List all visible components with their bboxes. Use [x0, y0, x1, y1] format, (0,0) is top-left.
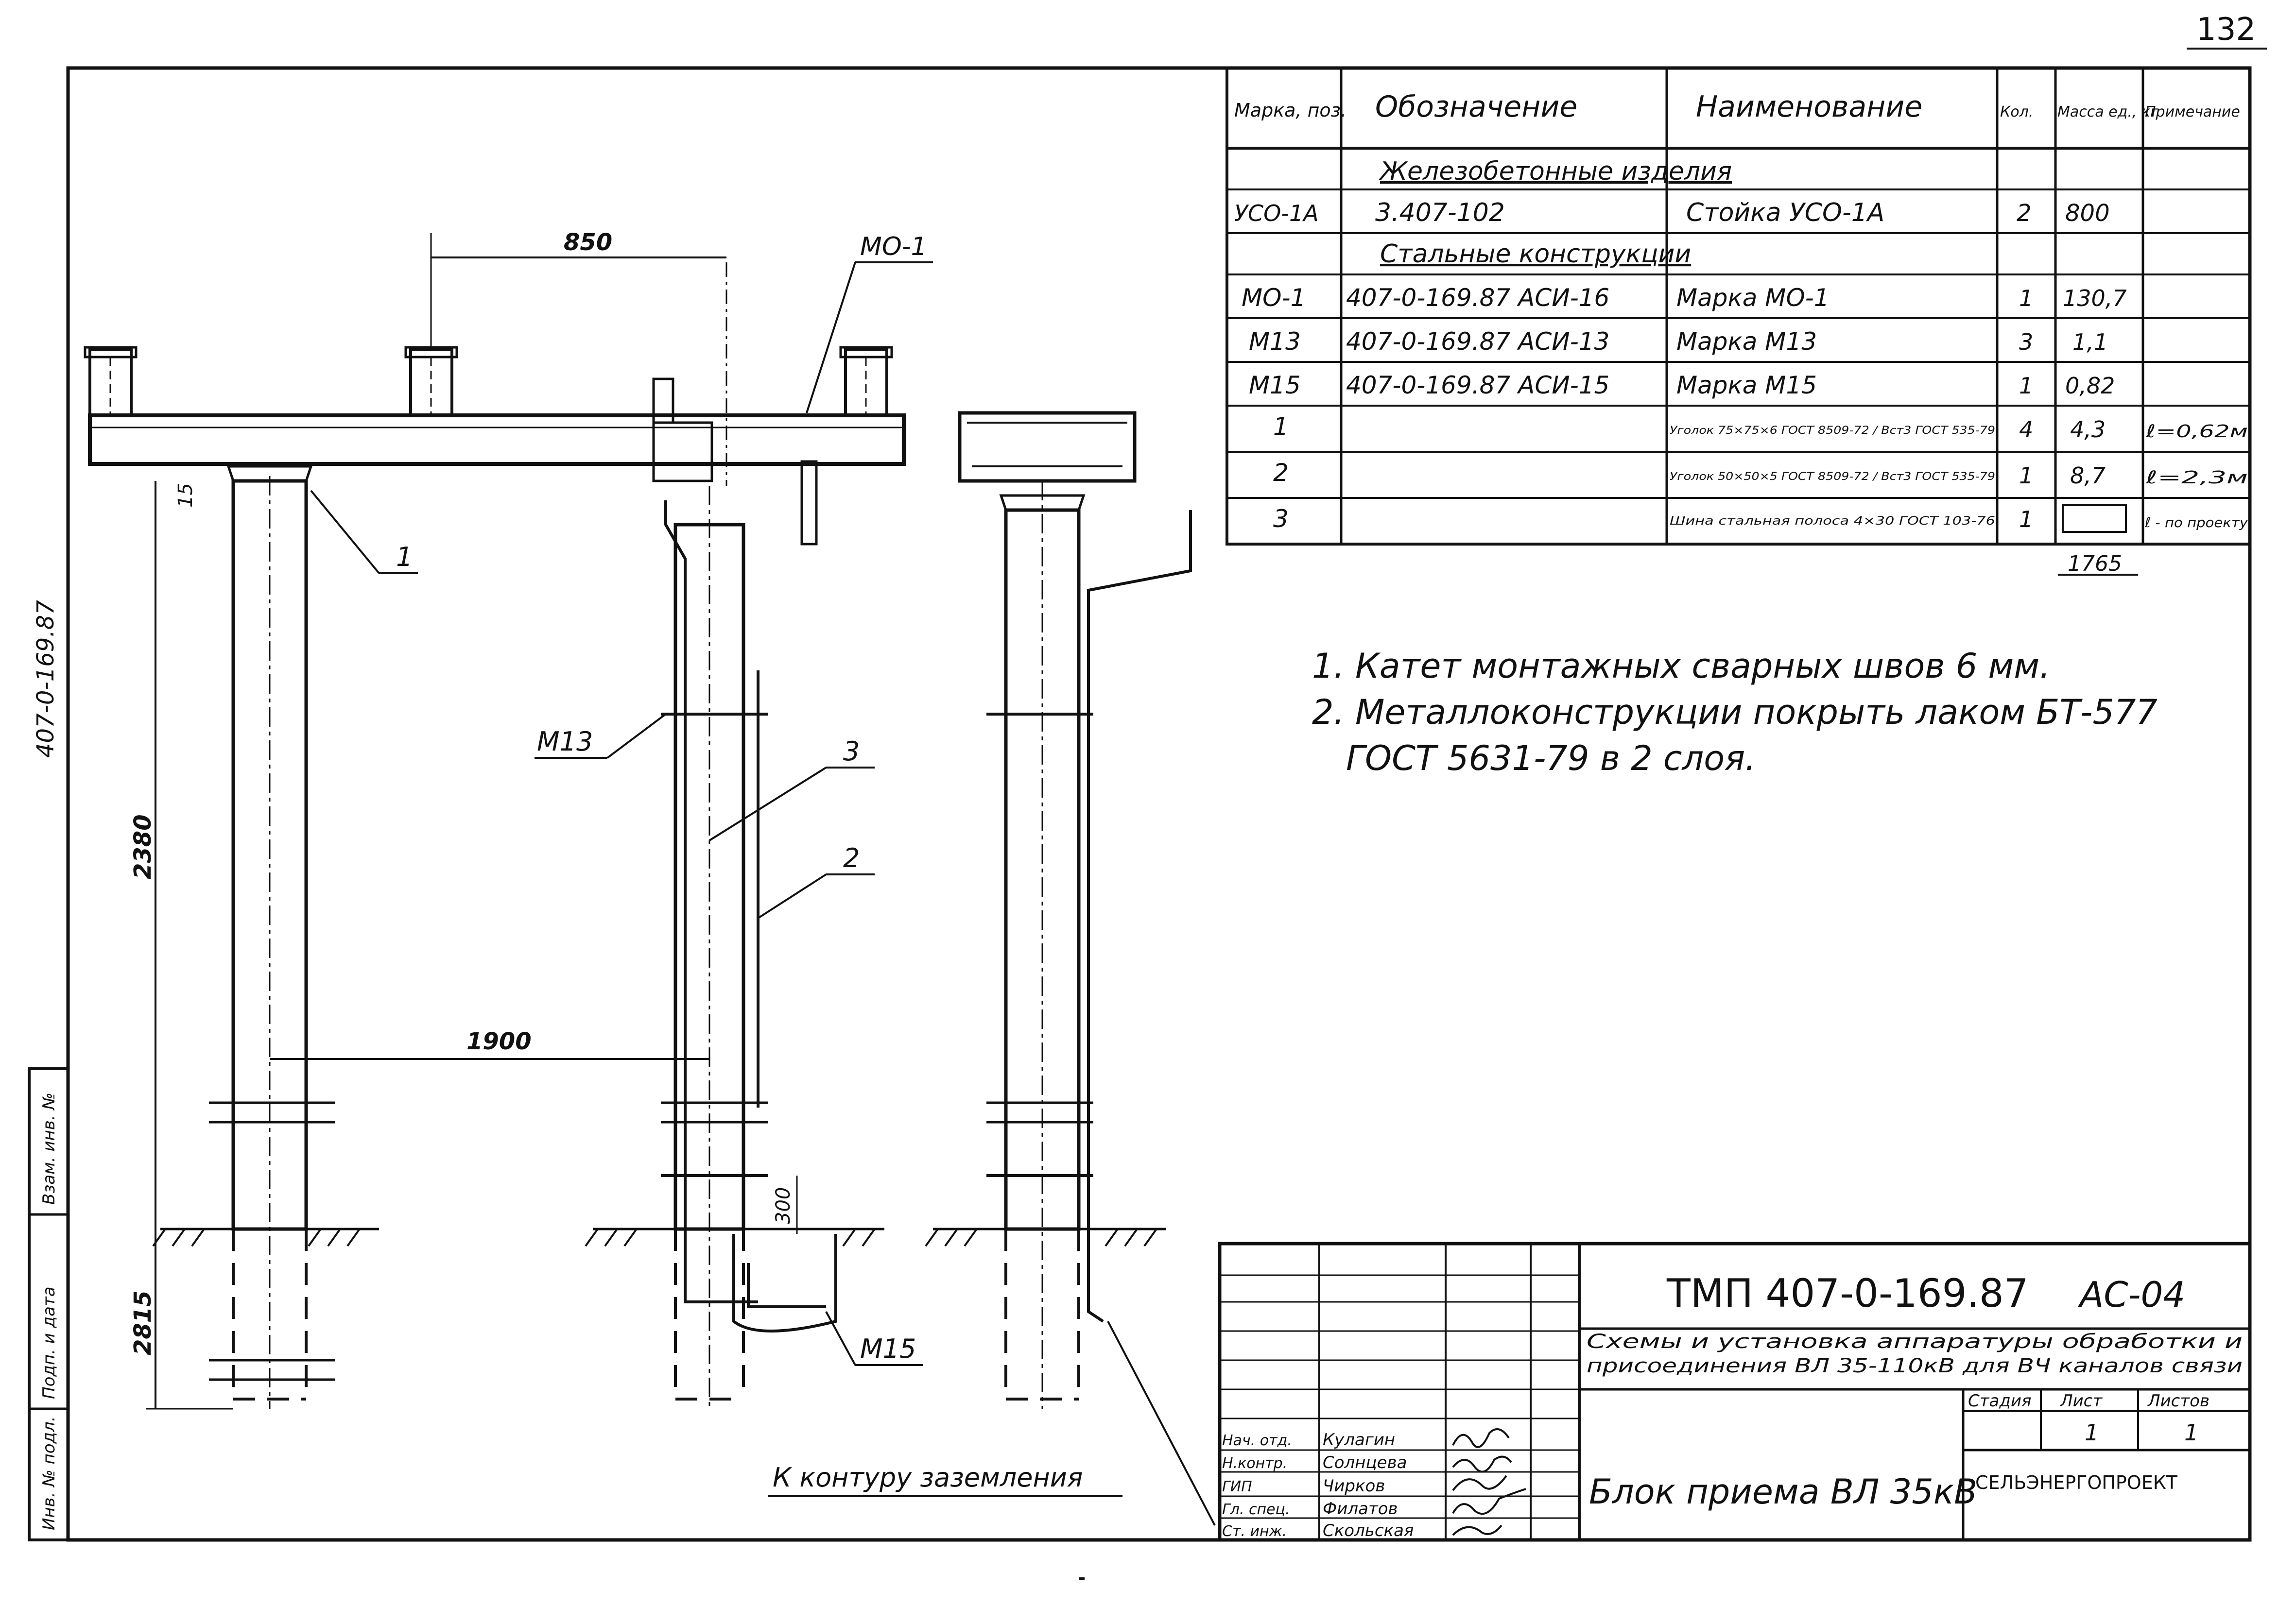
title-stage-header: Стадия [1968, 1391, 2031, 1411]
side-stamp: 407-0-169.87 [32, 600, 59, 758]
sheet-frame [66, 66, 2252, 1542]
sig-name: Кулагин [1323, 1430, 1395, 1450]
spec-row-qty: 1 [2019, 285, 2033, 311]
notes: 1. Катет монтажных сварных швов 6 мм. 2.… [1312, 646, 2158, 778]
title-block: ТМП 407-0-169.87 АС-04 Схемы и установка… [1218, 1242, 2252, 1542]
spec-row-name: Стойка УСО-1А [1686, 198, 1884, 227]
note-1: 1. Катет монтажных сварных швов 6 мм. [1312, 646, 2050, 686]
title-sheet-header: Лист [2059, 1391, 2103, 1411]
spec-header-name: Наименование [1696, 90, 1922, 124]
sig-name: Солнцева [1323, 1453, 1407, 1472]
spec-row-mark: МО-1 [1242, 284, 1306, 312]
dim-15: 15 [174, 483, 197, 508]
spec-row-qty: 2 [2017, 200, 2032, 227]
title-project-2: присоединения ВЛ 35-110кВ для ВЧ каналов… [1587, 1355, 2243, 1377]
title-sheets: 1 [2184, 1419, 2198, 1446]
label-pos3: 3 [843, 736, 860, 767]
sig-role: Гл. спец. [1222, 1501, 1290, 1518]
label-m13: М13 [537, 726, 593, 757]
spec-row-name-small: Уголок 75×75×6 ГОСТ 8509-72 / Вст3 ГОСТ … [1670, 425, 1995, 437]
spec-header-qty: Кол. [2000, 103, 2033, 120]
left-strip: Инв. № подл. Подп. и дата Взам. инв. № [28, 1067, 69, 1541]
ground-pit [732, 1234, 837, 1333]
title-project-1: Схемы и установка аппаратуры обработки и [1587, 1331, 2243, 1353]
spec-header-mass: Масса ед., кг [2057, 103, 2158, 120]
sig-name: Скольская [1323, 1521, 1414, 1540]
spec-row-mark: УСО-1А [1234, 200, 1319, 226]
signature-scribbles [1452, 1428, 1526, 1536]
dim-1900: 1900 [466, 1028, 532, 1055]
spec-empty-mass-box [2062, 504, 2127, 533]
note-2: 2. Металлоконструкции покрыть лаком БТ-5… [1312, 692, 2158, 732]
spec-row-qty: 1 [2019, 506, 2033, 532]
spec-row-mass: 800 [2065, 200, 2110, 227]
sig-name: Филатов [1323, 1499, 1398, 1519]
spec-row-qty: 1 [2019, 462, 2033, 489]
sheet-number: 132 [2196, 12, 2256, 48]
sig-role: Ст. инж. [1222, 1523, 1287, 1540]
title-sheets-header: Листов [2147, 1391, 2210, 1411]
spec-row-name-small: Шина стальная полоса 4×30 ГОСТ 103-76 [1670, 514, 1995, 528]
spec-row-mass: 0,82 [2065, 373, 2115, 399]
spec-row-name: Марка М13 [1676, 327, 1817, 356]
label-m15: М15 [860, 1333, 916, 1364]
label-pos2: 2 [843, 843, 860, 873]
spec-row-name: Марка М15 [1676, 371, 1817, 399]
spec-row-note: ℓ=0,62м [2145, 422, 2248, 442]
beam-section [958, 411, 1137, 483]
spec-row-mass: 1,1 [2072, 329, 2108, 355]
spec-section-reinforced: Железобетонные изделия [1379, 157, 1732, 186]
title-organization: СЕЛЬЭНЕРГОПРОЕКТ [1975, 1472, 2178, 1493]
spec-row-mass: 130,7 [2063, 285, 2127, 311]
spec-row-mass: 8,7 [2070, 462, 2106, 489]
left-strip-inv: Инв. № подл. [39, 1416, 59, 1530]
title-code: ТМП 407-0-169.87 [1666, 1271, 2029, 1316]
side-view: К контуру заземления [768, 411, 1216, 1526]
spec-row-name-small: Уголок 50×50×5 ГОСТ 8509-72 / Вст3 ГОСТ … [1670, 471, 1995, 483]
label-mo1: МО-1 [860, 232, 927, 261]
sig-name: Чирков [1323, 1476, 1385, 1496]
label-ground-contour: К контуру заземления [773, 1462, 1083, 1493]
spec-header-note: Примечание [2145, 103, 2240, 120]
spec-row-mark: 2 [1273, 459, 1289, 487]
spec-row-qty: 4 [2019, 416, 2033, 443]
spec-row-mass: 4,3 [2070, 416, 2106, 443]
spec-row-qty: 3 [2019, 329, 2033, 355]
spec-row-mark: 1 [1273, 412, 1289, 441]
spec-section-steel: Стальные конструкции [1380, 239, 1691, 269]
left-strip-sign: Подп. и дата [39, 1286, 59, 1399]
spec-row-designation: 407-0-169.87 АСИ-16 [1346, 284, 1609, 312]
left-strip-repl: Взам. инв. № [39, 1093, 59, 1205]
dim-850: 850 [564, 229, 612, 256]
spec-total-mass: 1765 [2068, 551, 2122, 576]
title-drawing: Блок приема ВЛ 35кВ [1589, 1472, 1977, 1512]
spec-row-note: ℓ=2,3м [2145, 468, 2248, 488]
sig-role: ГИП [1222, 1478, 1252, 1495]
spec-header-mark: Марка, поз. [1234, 100, 1347, 121]
spec-row-name: Марка МО-1 [1676, 284, 1830, 312]
spec-header-designation: Обозначение [1375, 90, 1577, 124]
sig-role: Нач. отд. [1222, 1432, 1292, 1449]
sig-role: Н.контр. [1222, 1455, 1287, 1472]
spec-row-qty: 1 [2019, 373, 2033, 399]
title-sheet: 1 [2085, 1419, 2099, 1446]
spec-row-note: ℓ - по проекту [2144, 514, 2248, 530]
dim-2815: 2815 [129, 1290, 156, 1355]
crossbeam-mo1 [88, 413, 906, 466]
spec-row-mark: 3 [1273, 505, 1289, 533]
spec-row-designation: 407-0-169.87 АСИ-13 [1346, 327, 1609, 356]
title-sheet-code: АС-04 [2078, 1274, 2185, 1315]
spec-table: Марка, поз. Обозначение Наименование Кол… [1226, 67, 2251, 576]
spec-row-mark: М13 [1249, 327, 1301, 356]
dim-300: 300 [772, 1187, 794, 1224]
spec-row-designation: 407-0-169.87 АСИ-15 [1346, 371, 1609, 399]
front-view: 850 15 2380 2815 1900 300 МО-1 1 М13 3 2 [84, 229, 933, 1410]
dim-2380: 2380 [129, 814, 156, 879]
spec-row-designation: 3.407-102 [1375, 198, 1505, 227]
label-pos1: 1 [396, 542, 413, 572]
note-2-cont: ГОСТ 5631-79 в 2 слоя. [1346, 738, 1756, 778]
spec-row-mark: М15 [1249, 371, 1301, 399]
